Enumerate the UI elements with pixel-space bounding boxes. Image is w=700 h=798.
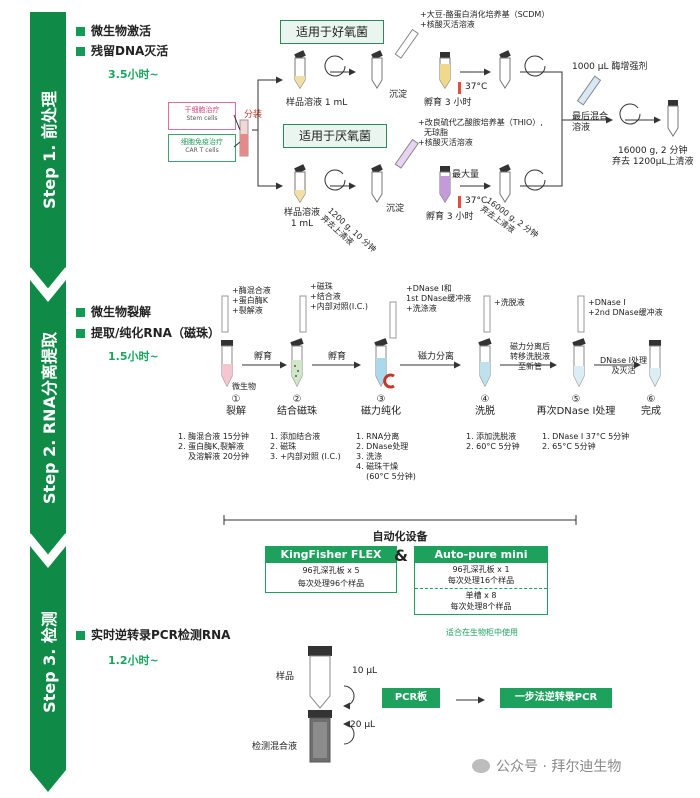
enhancer-label: 1000 µL 酶增强剂: [572, 62, 648, 72]
pipette-icon: [394, 28, 419, 59]
ampersand: &: [394, 546, 408, 565]
arrow2-label: 孵育: [328, 352, 347, 362]
step1-bullet-1: 微生物激活: [76, 24, 151, 38]
step1-arrow-shape: [30, 12, 66, 290]
stem-cells-box: 干细胞治疗 Stem cells: [168, 102, 236, 130]
tube-icon: [499, 164, 511, 203]
step1-diagram: [233, 28, 679, 208]
anaerobic-media: +改良硫代乙酸胺培养基（THIO）,无琼脂+核酸灭活溶液: [418, 118, 543, 147]
step3-arrow-shape: [30, 546, 66, 792]
step1-bullet-2: 残留DNA灭活: [76, 44, 168, 58]
arrow3-label: 磁力分离: [418, 352, 455, 362]
step1-duration: 3.5小时~: [108, 68, 159, 81]
max-label: 最大量: [452, 170, 480, 180]
automation-title: 自动化设备: [372, 530, 428, 543]
arrow1-label: 孵育: [254, 352, 273, 362]
step-card-4: ④ 洗脱: [475, 394, 495, 417]
tube-icon: [439, 166, 451, 203]
step2-bullet-2: 提取/纯化RNA（磁珠）: [76, 326, 220, 340]
split-label: 分装: [244, 110, 263, 120]
wechat-icon: [472, 759, 490, 773]
incubate-2-label: 孵育 3 小时: [426, 212, 474, 222]
anaerobic-box: 适用于厌氧菌: [283, 124, 387, 148]
tube-icon: [294, 164, 306, 203]
step3-diagram: [308, 646, 485, 763]
step2-diagram: [221, 295, 661, 389]
pcr-plate-box: PCR板: [382, 688, 440, 708]
kingfisher-box: KingFisher FLEX 96孔深孔板 x 5 每次处理96个样品: [265, 546, 397, 593]
tube-icon: [294, 50, 306, 89]
step-card-6: ⑥ 完成: [641, 394, 661, 417]
add-list-2: +磁珠+结合液+内部对照(I.C.): [310, 282, 368, 311]
tube-icon: [371, 50, 383, 89]
sample-1ml-label: 样品溶液 1 mL: [286, 98, 348, 108]
add-list-1: +酶混合液+蛋白酶K+裂解液: [232, 286, 271, 315]
step-card-2: ② 结合磁珠: [277, 394, 317, 417]
sample-label: 样品: [276, 672, 295, 682]
step-card-3: ③ 磁力纯化: [361, 394, 401, 417]
sediment-1-label: 沉淀: [389, 90, 408, 100]
microbe-label: 微生物: [232, 382, 256, 391]
step-card-1: ① 裂解: [226, 394, 246, 417]
tube-icon: [439, 52, 451, 89]
pipette-icon: [576, 75, 602, 106]
vol1-label: 10 µL: [352, 666, 378, 676]
add-list-5: +DNase I+2nd DNase缓冲液: [588, 298, 663, 317]
temp-2-label: 37°C: [465, 196, 488, 206]
cart-cells-box: 细胞免疫治疗 CAR T cells: [168, 134, 236, 162]
step2-bullet-1: 微生物裂解: [76, 305, 151, 319]
autopure-box: Auto-pure mini 96孔深孔板 x 1 每次处理16个样品 单槽 x…: [414, 546, 548, 615]
autopure-note: 适合在生物柜中使用: [446, 628, 518, 637]
sediment-2-label: 沉淀: [386, 204, 405, 214]
watermark: 公众号 · 拜尔迪生物: [472, 756, 621, 776]
step2-arrow-shape: [30, 280, 66, 556]
vol2-label: 20 µL: [350, 720, 376, 730]
mix-label: 检测混合液: [252, 742, 298, 752]
final-spin-label: 16000 g, 2 分钟弃去 1200µL上清液: [612, 146, 694, 167]
rt-pcr-box: 一步法逆转录PCR: [500, 688, 612, 708]
add-list-4: +洗脱液: [494, 298, 525, 307]
tube-icon: [667, 100, 679, 137]
step-arrows-column: [29, 12, 67, 792]
tube-icon: [371, 164, 383, 203]
step-card-5: ⑤ 再次DNase I处理: [536, 394, 616, 417]
arrow4-label: 磁力分离后转移洗脱液至新管: [510, 342, 550, 371]
arrow5-label: DNase I处理及灭活: [600, 356, 648, 375]
aerobic-box: 适用于好氧菌: [280, 20, 384, 44]
incubate-1-label: 孵育 3 小时: [424, 98, 472, 108]
step3-bullet: 实时逆转录PCR检测RNA: [76, 628, 230, 642]
automation-bracket: [223, 515, 577, 525]
final-mix-label: 最后混合溶液: [572, 112, 609, 133]
step3-duration: 1.2小时~: [108, 654, 159, 667]
aerobic-media: +大豆-酪蛋白消化培养基（SCDM）+核酸灭活溶液: [420, 10, 550, 29]
step2-duration: 1.5小时~: [108, 350, 159, 363]
tube-icon: [499, 50, 511, 89]
pipette-icon: [394, 138, 419, 169]
temp-1-label: 37°C: [465, 82, 488, 92]
